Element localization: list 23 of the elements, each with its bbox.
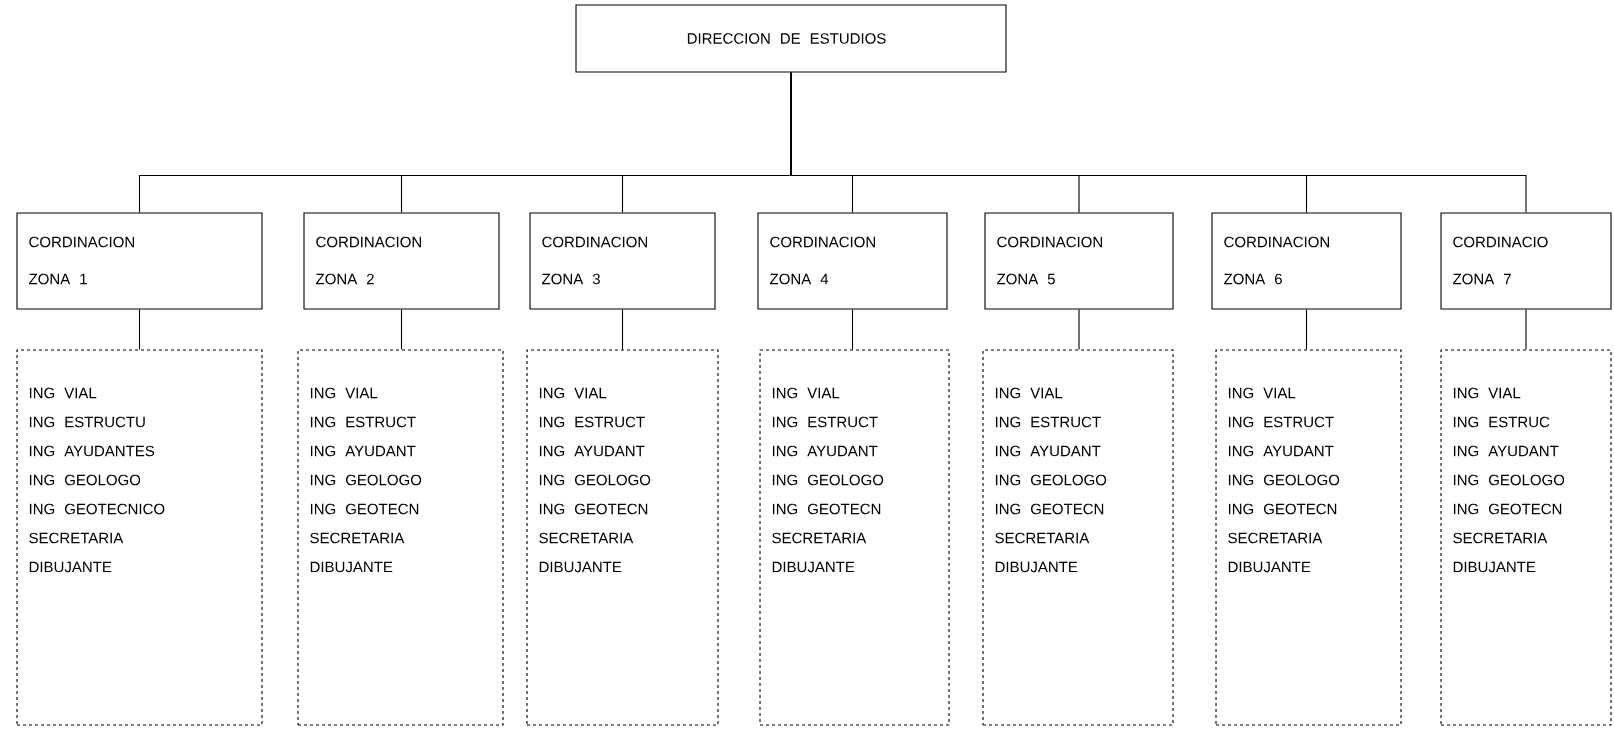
director-box: DIRECCION DE ESTUDIOS: [575, 4, 1007, 73]
coordination-box: CORDINACION ZONA 2: [303, 212, 500, 310]
connector-line: [1078, 309, 1080, 350]
coordination-box: CORDINACION ZONA 5: [984, 212, 1174, 310]
staff-list-box: ING VIAL ING ESTRUCT ING AYUDANT ING GEOLOGO ING GEOTECN SECRETARIA DIBUJANTE: [526, 349, 719, 726]
connector-line: [790, 72, 1527, 213]
connector-line: [1525, 309, 1527, 350]
staff-list-box: ING VIAL ING ESTRUCT ING AYUDANT ING GEOLOGO ING GEOTECN SECRETARIA DIBUJANTE: [759, 349, 950, 726]
connector-line: [851, 309, 854, 350]
connector-line: [1305, 309, 1308, 350]
staff-list-box: ING VIAL ING ESTRUC ING AYUDANT ING GEOLOGO ING GEOTECN SECRETARIA DIBUJANTE: [1440, 349, 1612, 726]
staff-list-box: ING VIAL ING ESTRUCT ING AYUDANT ING GEOLOGO ING GEOTECN SECRETARIA DIBUJANTE: [982, 349, 1174, 726]
connector-line: [400, 309, 403, 350]
coordination-box: CORDINACION ZONA 3: [529, 212, 716, 310]
coordination-box: CORDINACION ZONA 6: [1211, 212, 1402, 310]
coordination-box: CORDINACION ZONA 1: [16, 212, 263, 310]
connector-line: [621, 309, 624, 350]
coordination-box: CORDINACION ZONA 4: [757, 212, 948, 310]
staff-list-box: ING VIAL ING ESTRUCT ING AYUDANT ING GEOLOGO ING GEOTECN SECRETARIA DIBUJANTE: [1215, 349, 1402, 726]
staff-list-box: ING VIAL ING ESTRUCT ING AYUDANT ING GEOLOGO ING GEOTECN SECRETARIA DIBUJANTE: [297, 349, 504, 726]
coordination-box: CORDINACIO ZONA 7: [1440, 212, 1612, 310]
connector-line: [138, 309, 141, 350]
staff-list-box: ING VIAL ING ESTRUCTU ING AYUDANTES ING GEOLOGO ING GEOTECNICO SECRETARIA DIBUJANTE: [16, 349, 263, 726]
